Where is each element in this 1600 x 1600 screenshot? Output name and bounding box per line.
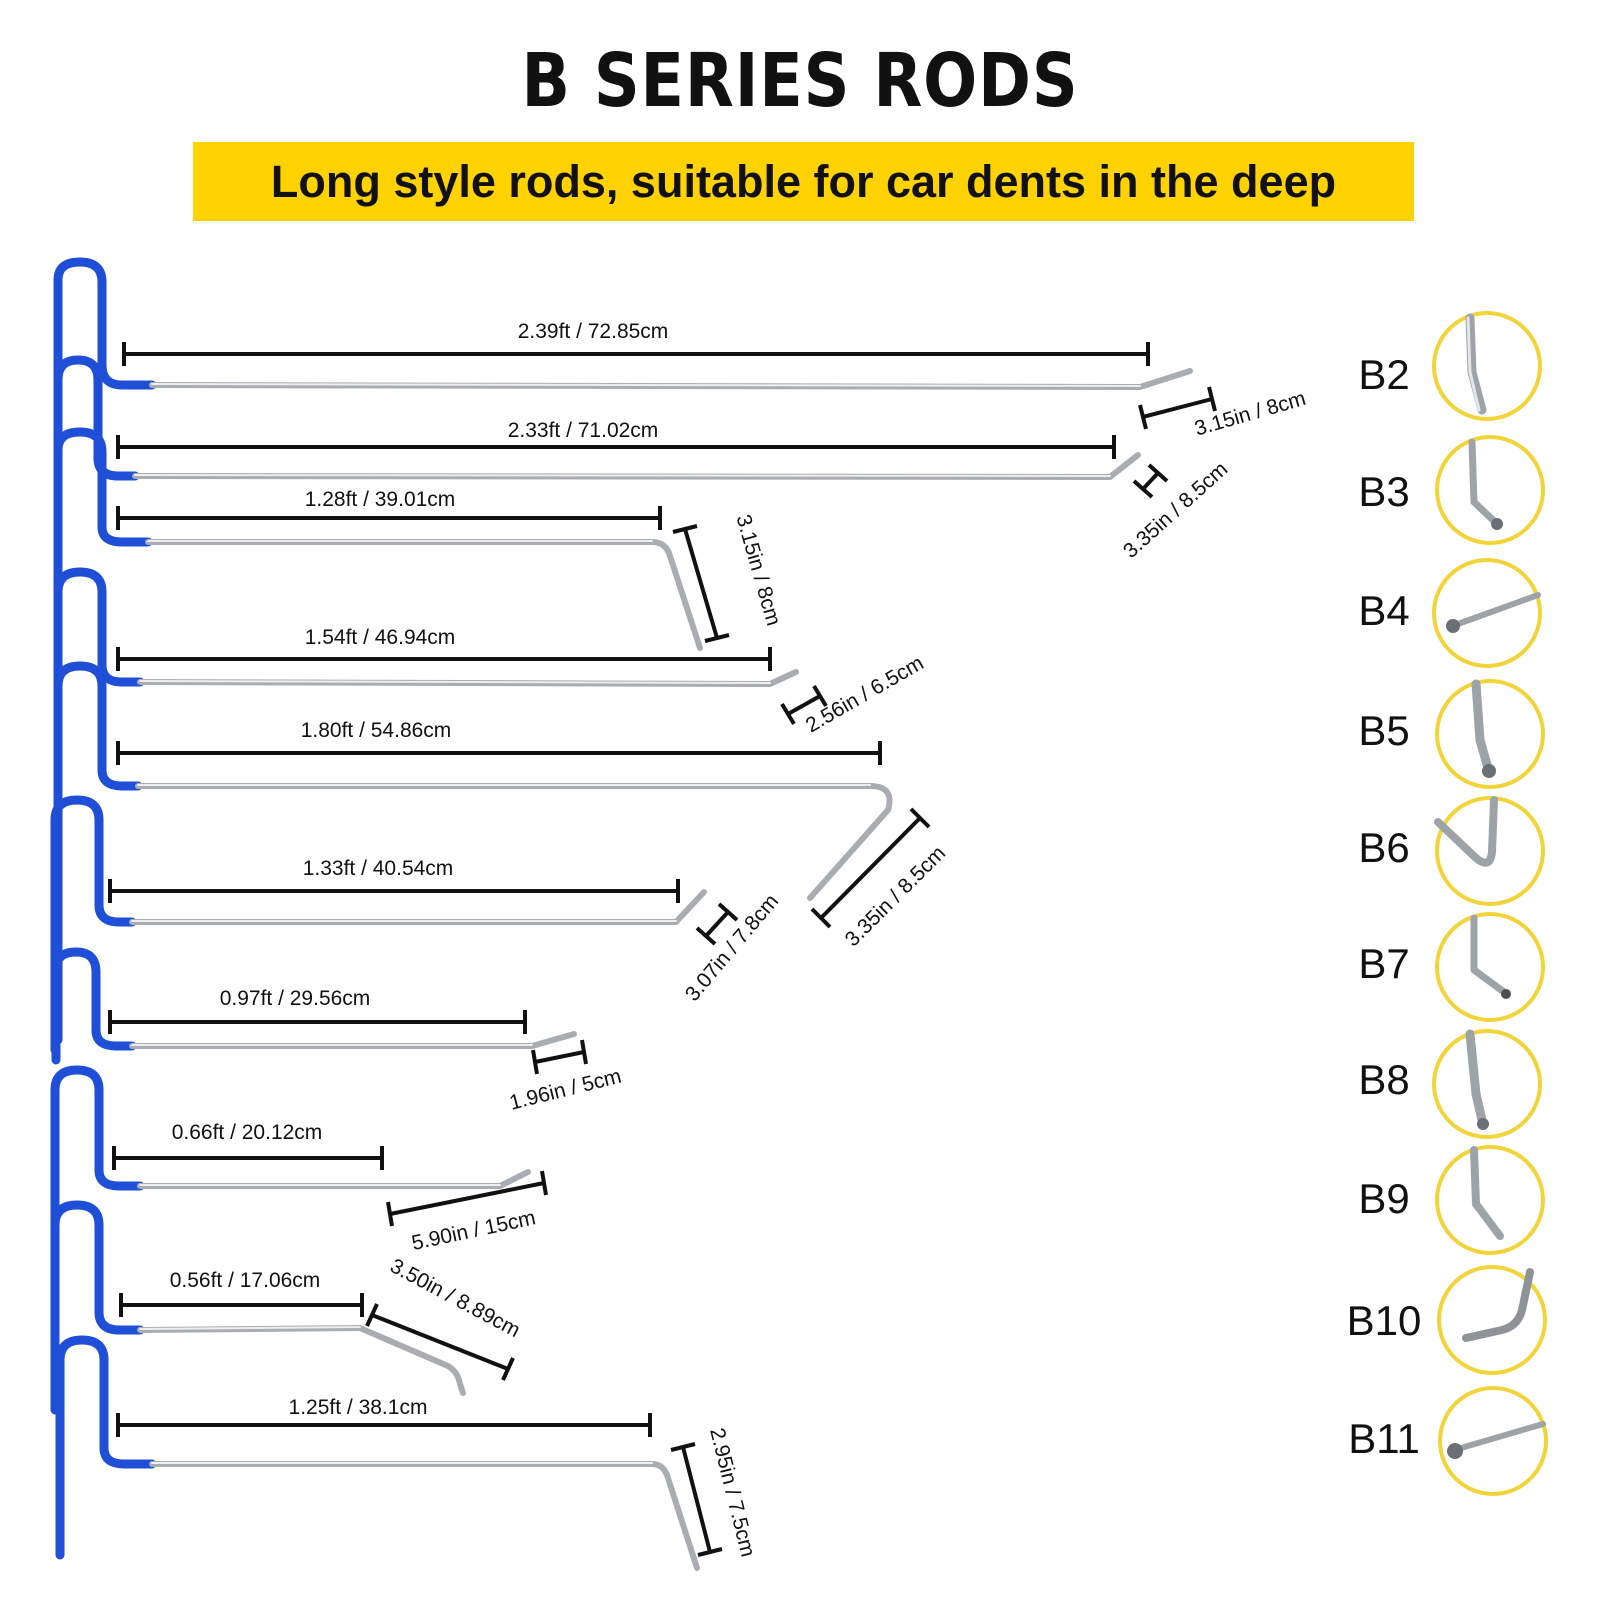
subtitle-text: Long style rods, suitable for car dents …: [270, 155, 1337, 207]
rod-shaft-10: [149, 1461, 700, 1571]
length-dim-1: [122, 342, 1150, 366]
tip-detail-b3: [1435, 435, 1545, 545]
rod-5-length-label: 1.80ft / 54.86cm: [301, 719, 452, 742]
rod-shaft-3: [145, 539, 703, 651]
length-dim-5: [116, 741, 882, 765]
tip-code-b5: B5: [1358, 707, 1409, 754]
rod-5-tip-label: 3.35in / 8.5cm: [841, 842, 951, 952]
tip-detail-b4: [1432, 558, 1542, 668]
rod-shaft-9: [137, 1325, 466, 1396]
rod-8-length-label: 0.66ft / 20.12cm: [172, 1121, 323, 1144]
rod-7-length-label: 0.97ft / 29.56cm: [220, 987, 371, 1010]
tip-dim-3: [672, 524, 730, 643]
tip-dim-6: [695, 902, 739, 946]
tip-detail-b9: [1435, 1145, 1545, 1255]
tip-detail-b10: [1437, 1265, 1547, 1375]
length-dim-8: [112, 1146, 384, 1170]
length-dim-6: [108, 879, 680, 903]
tip-code-b9: B9: [1358, 1175, 1409, 1222]
tip-detail-b5: [1435, 679, 1545, 789]
tip-detail-b2: [1432, 311, 1542, 421]
rod-2-length-label: 2.33ft / 71.02cm: [508, 419, 659, 442]
length-dim-10: [116, 1413, 652, 1437]
rod-shaft-5: [135, 783, 893, 901]
rod-handle-9: [50, 1200, 145, 1415]
rod-handle-5: [53, 661, 143, 1045]
rod-7-tip-label: 1.96in / 5cm: [507, 1065, 624, 1115]
tip-code-b8: B8: [1358, 1056, 1409, 1103]
tip-dim-4: [780, 684, 828, 726]
tip-labels: 3.15in / 8cm 3.35in / 8.5cm 3.15in / 8cm…: [386, 387, 1308, 1559]
rod-handle-1: [53, 257, 157, 1005]
rod-handle-7: [51, 947, 137, 1065]
rod-6-tip-label: 3.07in / 7.8cm: [681, 890, 783, 1006]
rod-3-length-label: 1.28ft / 39.01cm: [305, 488, 456, 511]
tip-detail-b8: [1432, 1029, 1542, 1139]
length-dim-9: [119, 1293, 364, 1317]
tip-dim-10: [670, 1442, 723, 1557]
tip-detail-b11: [1438, 1386, 1548, 1496]
tip-detail-b6: [1434, 796, 1545, 906]
rod-shaft-2: [132, 452, 1141, 480]
subtitle-banner: Long style rods, suitable for car dents …: [193, 142, 1414, 221]
dimension-lines: [108, 342, 1217, 1557]
tip-code-b3: B3: [1358, 468, 1409, 515]
rod-handles: [50, 257, 157, 1560]
tip-code-b7: B7: [1358, 940, 1409, 987]
tip-dim-5: [810, 807, 931, 929]
tip-code-b6: B6: [1358, 824, 1409, 871]
rod-handle-4: [53, 567, 145, 1035]
rod-handle-6: [50, 795, 137, 1055]
rod-2-tip-label: 3.35in / 8.5cm: [1119, 457, 1232, 562]
tip-code-b2: B2: [1358, 351, 1409, 398]
tip-code-b4: B4: [1358, 587, 1409, 634]
length-dim-2: [116, 435, 1116, 459]
tip-dim-2: [1132, 463, 1169, 499]
tip-dim-7: [531, 1039, 588, 1075]
rod-shaft-6: [129, 889, 707, 925]
rod-shaft-highlight-2: [134, 474, 1111, 477]
length-dim-4: [116, 647, 772, 671]
tip-codes: B2 B3 B4 B5 B6 B7 B8 B9 B10 B11: [1347, 351, 1422, 1462]
rod-handle-10: [55, 1335, 157, 1560]
tip-dim-1: [1138, 386, 1217, 430]
rod-4-length-label: 1.54ft / 46.94cm: [305, 626, 456, 649]
tip-dim-8: [386, 1170, 548, 1227]
rod-shafts: [129, 368, 1193, 1571]
rod-9-length-label: 0.56ft / 17.06cm: [170, 1269, 321, 1292]
rod-6-length-label: 1.33ft / 40.54cm: [303, 857, 454, 880]
tip-detail-circles: [1432, 311, 1548, 1496]
rod-shaft-highlight-1: [151, 383, 1141, 387]
length-labels: 2.39ft / 72.85cm 2.33ft / 71.02cm 1.28ft…: [170, 320, 669, 1419]
rod-shaft-8: [137, 1169, 531, 1189]
rod-shaft-highlights: [131, 383, 1141, 1464]
rod-handle-8: [50, 1065, 145, 1405]
rod-3-tip-label: 3.15in / 8cm: [731, 512, 785, 628]
rod-10-tip-label: 2.95in / 7.5cm: [705, 1426, 759, 1560]
length-dim-7: [108, 1010, 527, 1034]
rod-handle-3: [53, 427, 153, 1025]
length-dim-3: [116, 506, 662, 530]
rod-8-tip-label: 5.90in / 15cm: [410, 1206, 538, 1255]
tip-code-b10: B10: [1347, 1297, 1422, 1344]
tip-detail-b7: [1435, 912, 1545, 1022]
rod-10-length-label: 1.25ft / 38.1cm: [289, 1396, 428, 1419]
tip-code-b11: B11: [1348, 1415, 1420, 1462]
page-title: B SERIES RODS: [521, 38, 1079, 124]
rod-shaft-highlight-9: [139, 1326, 361, 1330]
rod-shaft-highlight-4: [139, 680, 771, 684]
rod-1-length-label: 2.39ft / 72.85cm: [518, 320, 669, 343]
tip-dim-9: [365, 1303, 515, 1381]
